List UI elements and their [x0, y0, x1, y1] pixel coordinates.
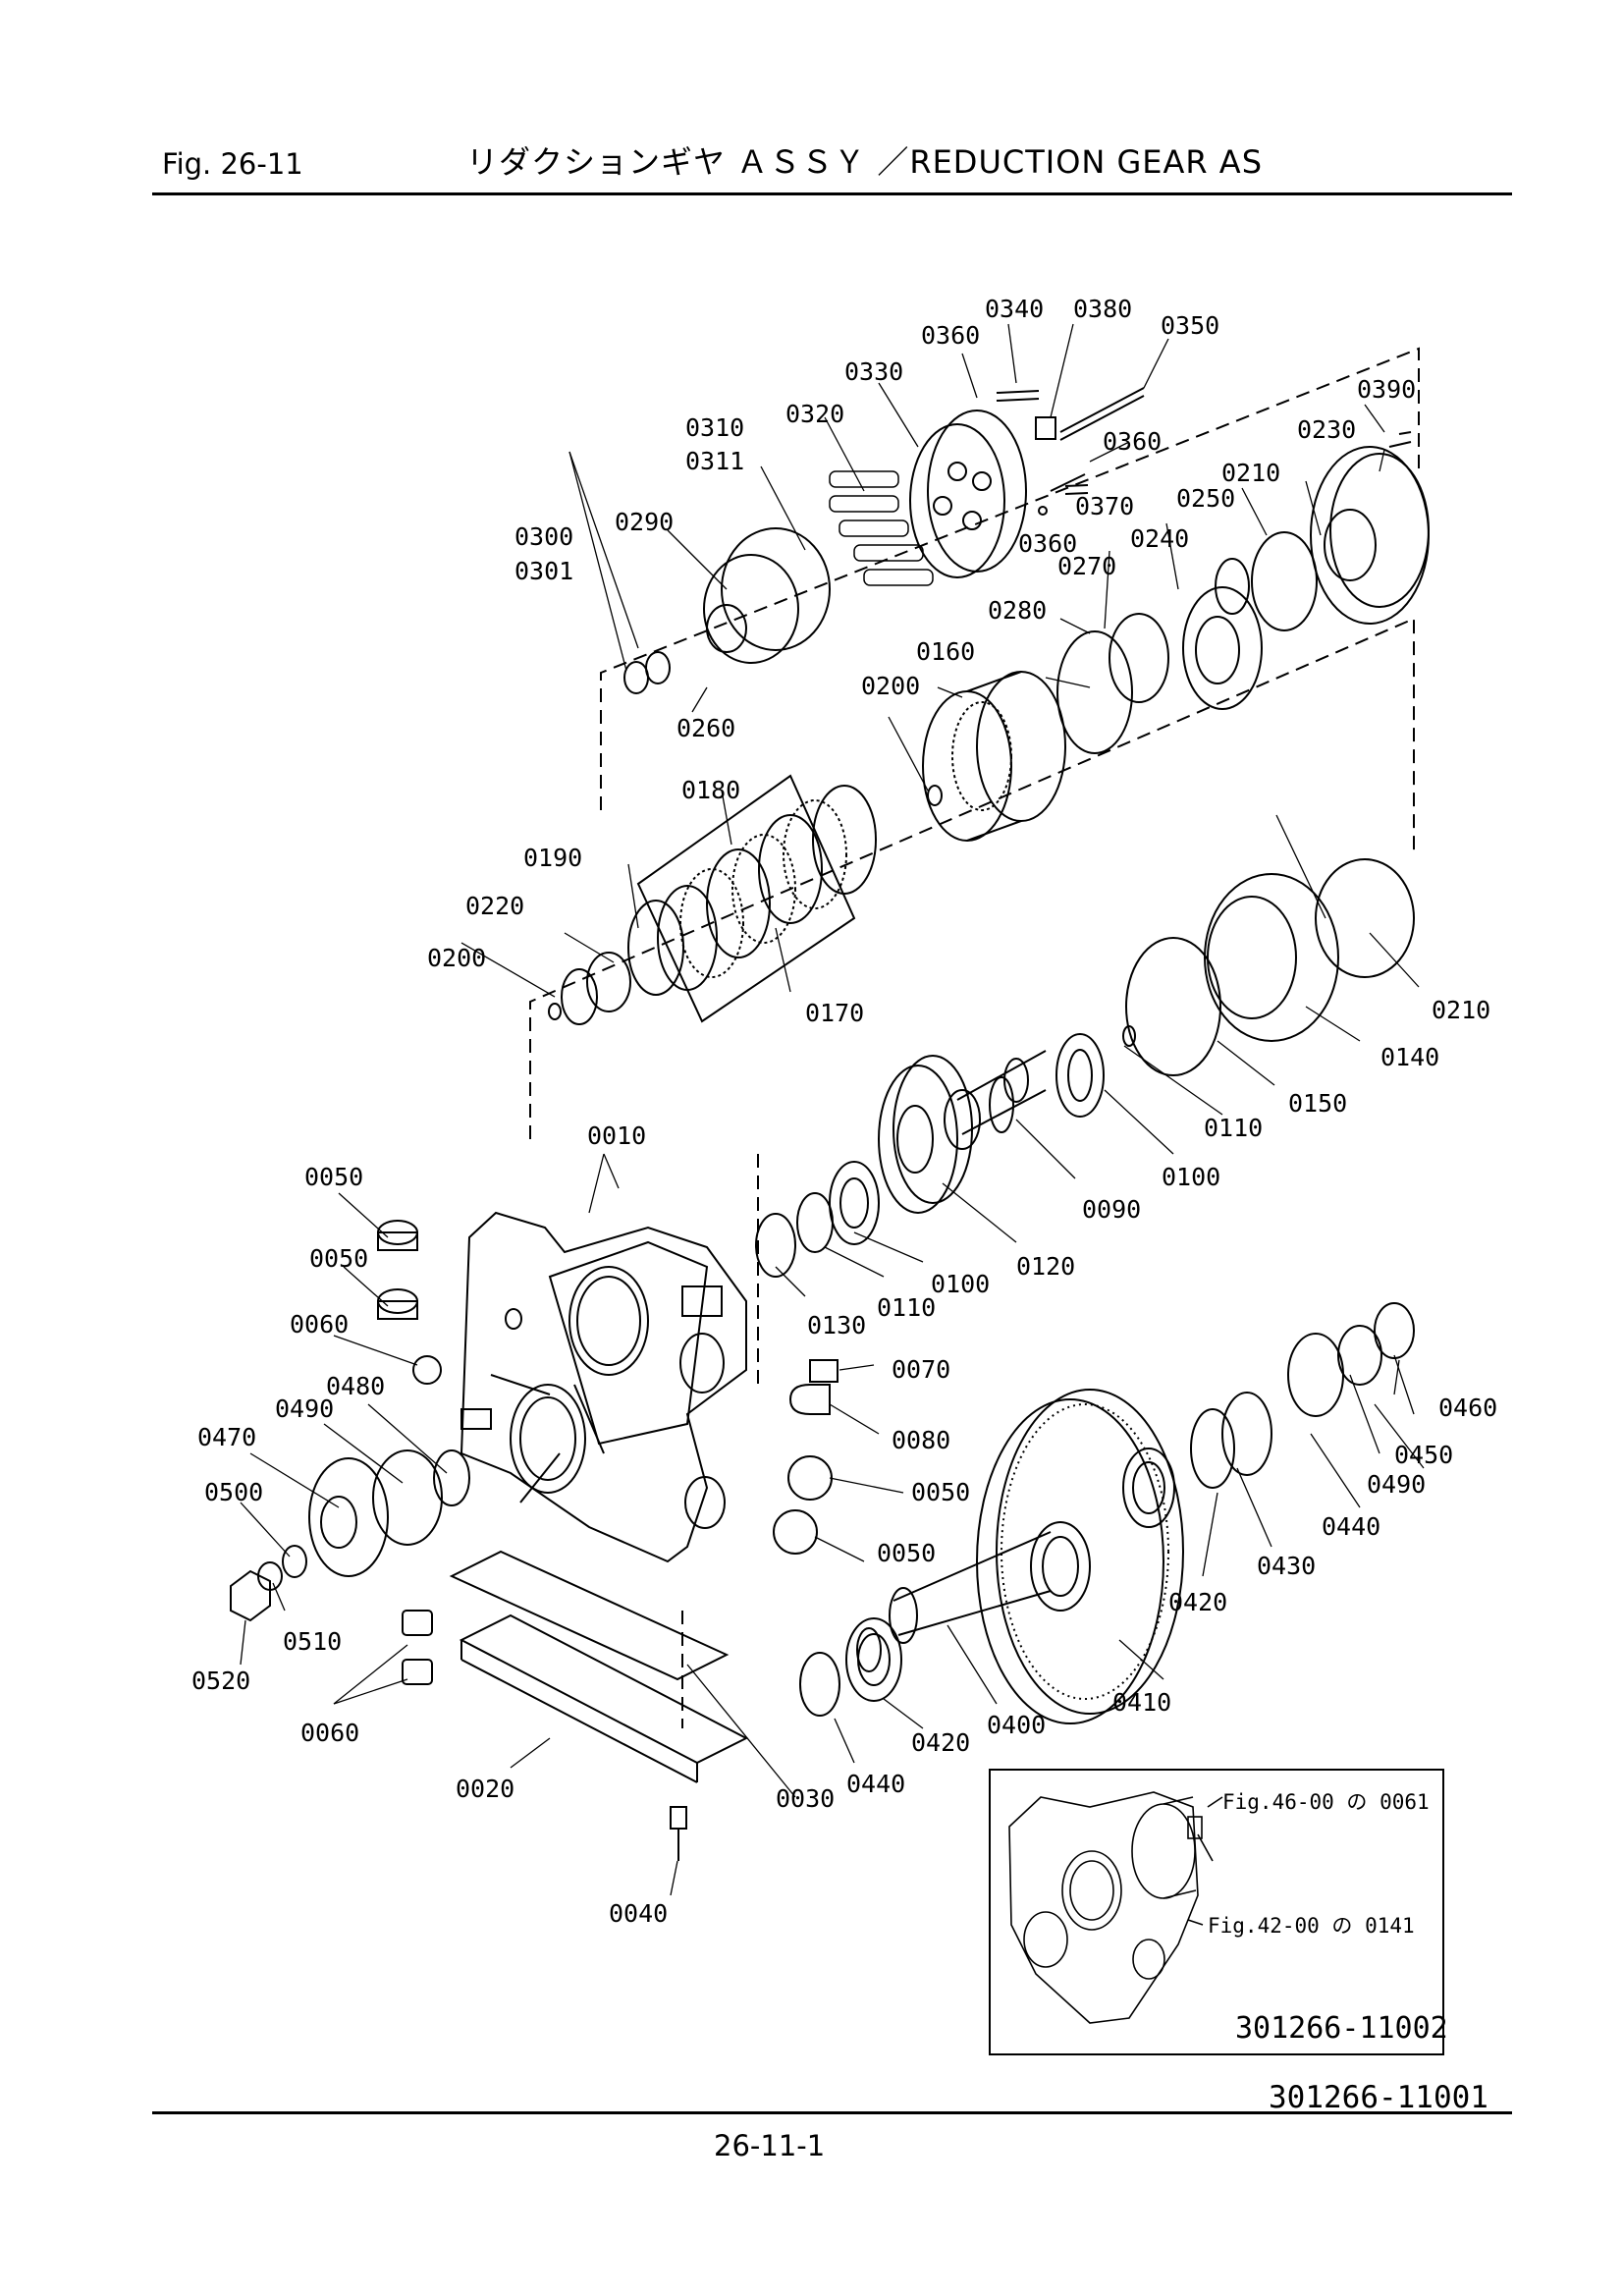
part-number-labels: 0010 0020 0030 0040 0050 0050 0050 0050 … — [191, 295, 1497, 1928]
part-label: 0520 — [191, 1667, 250, 1695]
part-label: 0301 — [514, 557, 573, 585]
part-label: 0270 — [1057, 552, 1116, 580]
part-label: 0140 — [1380, 1043, 1439, 1071]
part-label: 0050 — [877, 1539, 936, 1567]
part-label: 0320 — [785, 400, 844, 428]
output-gear-assembly — [799, 1302, 1415, 1724]
brake-piston-group — [623, 387, 1145, 694]
gear-housing — [460, 1211, 747, 1563]
document-number: 301266-11001 — [1269, 2080, 1488, 2115]
part-label: 0380 — [1073, 295, 1132, 323]
part-label: 0370 — [1075, 492, 1134, 520]
part-label: 0160 — [916, 637, 975, 666]
part-label: 0290 — [615, 508, 674, 536]
part-label: 0050 — [304, 1163, 363, 1191]
part-label: 0100 — [1162, 1163, 1220, 1191]
part-label: 0420 — [911, 1728, 970, 1757]
part-label: 0240 — [1130, 524, 1189, 553]
part-label: 0200 — [427, 944, 486, 972]
part-label: 0340 — [985, 295, 1044, 323]
part-label: 0440 — [846, 1770, 905, 1798]
part-label: 0250 — [1176, 484, 1235, 513]
part-label: 0470 — [197, 1423, 256, 1451]
inset-doc-number: 301266-11002 — [1235, 2011, 1448, 2046]
part-label: 0490 — [275, 1394, 334, 1423]
part-label: 0030 — [776, 1784, 835, 1813]
figure-number: Fig. 26-11 — [162, 147, 303, 181]
part-label: 0300 — [514, 522, 573, 551]
part-label: 0310 — [685, 413, 744, 442]
part-label: 0170 — [805, 999, 864, 1027]
part-label: 0060 — [300, 1719, 359, 1747]
part-label: 0050 — [309, 1244, 368, 1273]
part-label: 0440 — [1322, 1512, 1380, 1541]
part-label: 0450 — [1394, 1441, 1453, 1469]
clutch-plates — [548, 774, 877, 1025]
part-label: 0190 — [523, 844, 582, 872]
leader-lines — [240, 323, 1425, 1896]
input-shaft-assembly — [755, 1033, 1105, 1278]
part-label: 0110 — [1204, 1114, 1263, 1142]
output-flange-group — [230, 1449, 470, 1685]
bearing-carrier — [1122, 858, 1415, 1076]
footer-rule — [152, 2111, 1512, 2114]
part-label: 0150 — [1288, 1089, 1347, 1118]
part-label: 0230 — [1297, 415, 1356, 444]
page-title: リダクションギヤ ＡＳＳＹ ／REDUCTION GEAR AS — [466, 143, 1264, 181]
assembly-axis-lines — [529, 347, 1420, 1728]
part-label: 0070 — [892, 1355, 950, 1384]
header-rule — [152, 192, 1512, 195]
part-label: 0510 — [283, 1627, 342, 1656]
part-label: 0410 — [1112, 1688, 1171, 1717]
inset-ref-1: Fig.46-00 の 0061 — [1222, 1790, 1430, 1814]
part-label: 0010 — [587, 1121, 646, 1150]
part-label: 0040 — [609, 1899, 668, 1928]
part-label: 0110 — [877, 1293, 936, 1322]
inset-ref-2: Fig.42-00 の 0141 — [1208, 1914, 1415, 1938]
part-label: 0180 — [681, 776, 740, 804]
part-label: 0480 — [326, 1372, 385, 1400]
part-label: 0090 — [1082, 1195, 1141, 1224]
part-label: 0360 — [1018, 529, 1077, 558]
part-label: 0220 — [465, 892, 524, 920]
page-number: 26-11-1 — [714, 2129, 826, 2162]
part-label: 0060 — [290, 1310, 349, 1339]
part-label: 0500 — [204, 1478, 263, 1506]
outer-cover-group — [1056, 431, 1430, 754]
inset-assembly-drawing — [1008, 1791, 1223, 2024]
part-label: 0100 — [931, 1270, 990, 1298]
part-label: 0080 — [892, 1426, 950, 1454]
part-label: 0330 — [844, 357, 903, 386]
part-label: 0350 — [1161, 311, 1219, 340]
part-label: 0420 — [1168, 1588, 1227, 1616]
part-label: 0360 — [1103, 427, 1162, 456]
part-label: 0200 — [861, 672, 920, 700]
part-label: 0460 — [1438, 1394, 1497, 1422]
part-label: 0260 — [676, 714, 735, 742]
gasket-and-plate — [449, 1550, 749, 1861]
part-label: 0490 — [1367, 1470, 1426, 1499]
part-label: 0130 — [807, 1311, 866, 1339]
part-label: 0430 — [1257, 1552, 1316, 1580]
part-label: 0120 — [1016, 1252, 1075, 1281]
part-label: 0210 — [1221, 459, 1280, 487]
clutch-drum — [922, 671, 1066, 842]
part-label: 0280 — [988, 596, 1047, 625]
part-label: 0400 — [987, 1711, 1046, 1739]
part-label: 0050 — [911, 1478, 970, 1506]
part-label: 0360 — [921, 321, 980, 350]
fittings — [377, 1220, 839, 1555]
inset-detail: Fig.46-00 の 0061 Fig.42-00 の 0141 301266… — [989, 1769, 1448, 2055]
part-label: 0390 — [1357, 375, 1416, 404]
part-label: 0020 — [456, 1775, 514, 1803]
part-label: 0210 — [1432, 996, 1490, 1024]
part-label: 0311 — [685, 447, 744, 475]
